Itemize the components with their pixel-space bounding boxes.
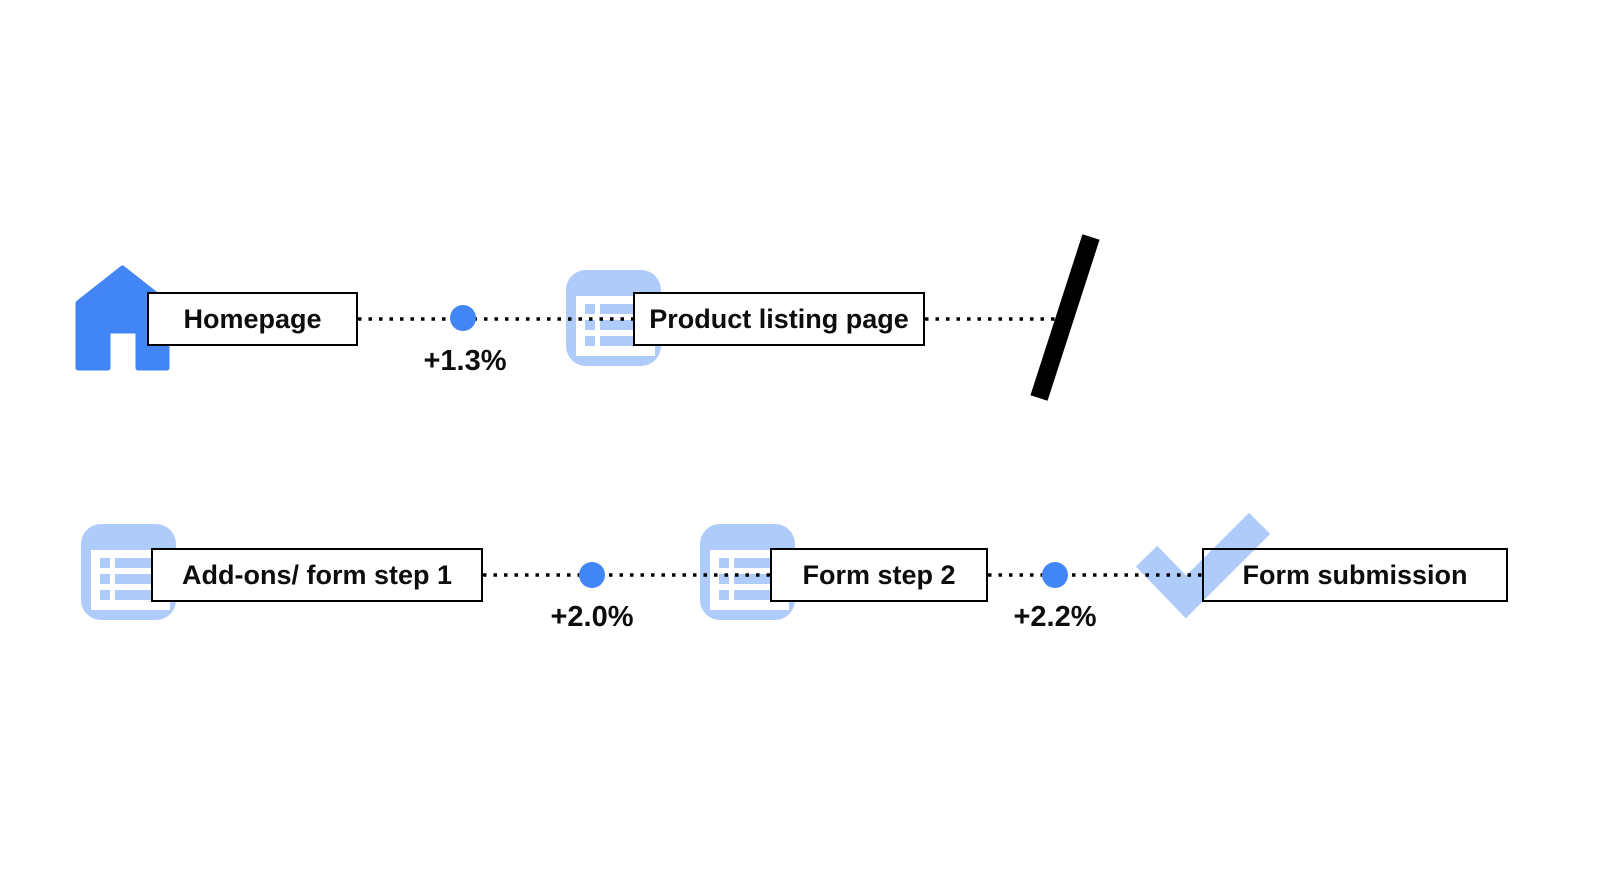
conversion-delta: +1.3%	[423, 345, 507, 377]
node-form-submission: Form submission	[1202, 548, 1508, 602]
node-form-step-2: Form step 2	[770, 548, 988, 602]
connector-dot	[450, 305, 476, 331]
connector-dot	[1042, 562, 1068, 588]
connector-dot	[579, 562, 605, 588]
node-addons-form-step-1: Add-ons/ form step 1	[151, 548, 483, 602]
node-product-listing-page: Product listing page	[633, 292, 925, 346]
checkmark-icon	[1135, 512, 1271, 619]
flow-break-slash-icon	[1030, 234, 1100, 401]
node-form-submission-fill	[1202, 548, 1508, 602]
conversion-delta: +2.0%	[550, 601, 634, 633]
conversion-delta: +2.2%	[1013, 601, 1097, 633]
node-homepage: Homepage	[147, 292, 358, 346]
